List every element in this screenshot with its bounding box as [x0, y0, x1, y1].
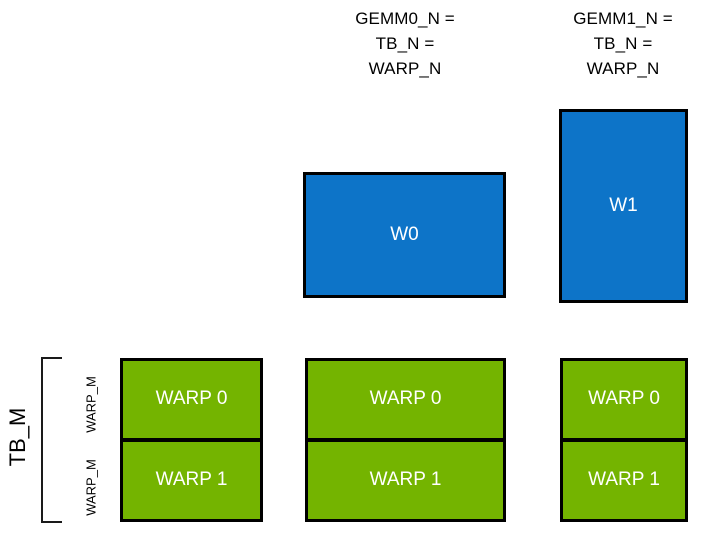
warp-m-axis-label-top: WARP_M	[83, 376, 99, 433]
warp-row: WARP 0	[305, 358, 506, 441]
header-gemm0-caption: GEMM0_N = TB_N = WARP_N	[355, 9, 455, 78]
warp-row: WARP 0	[560, 358, 688, 441]
warp-row-label: WARP 1	[588, 469, 660, 491]
warp-row: WARP 1	[305, 439, 506, 522]
green-stack-1: WARP 0 WARP 1	[305, 358, 506, 523]
warp-row: WARP 1	[120, 439, 263, 522]
warp-row-label: WARP 1	[155, 469, 228, 491]
tb-m-bracket	[41, 357, 62, 523]
warp-m-axis-label-bottom: WARP_M	[83, 459, 99, 516]
warp-row-label: WARP 0	[588, 388, 660, 410]
green-stack-2: WARP 0 WARP 1	[560, 358, 688, 523]
blue-tile-w1-label: W1	[609, 195, 638, 216]
warp-row-label: WARP 1	[369, 469, 442, 491]
blue-tile-w1: W1	[559, 109, 688, 303]
warp-row: WARP 1	[560, 439, 688, 522]
warp-row-label: WARP 0	[155, 388, 228, 410]
header-gemm1-caption: GEMM1_N = TB_N = WARP_N	[573, 9, 673, 78]
green-stack-0: WARP 0 WARP 1	[120, 358, 263, 523]
blue-tile-w0-label: W0	[390, 224, 419, 245]
warp-row-label: WARP 0	[369, 388, 442, 410]
blue-tile-w0: W0	[303, 172, 506, 298]
warp-row: WARP 0	[120, 358, 263, 441]
tb-m-axis-label: TB_M	[5, 407, 30, 467]
